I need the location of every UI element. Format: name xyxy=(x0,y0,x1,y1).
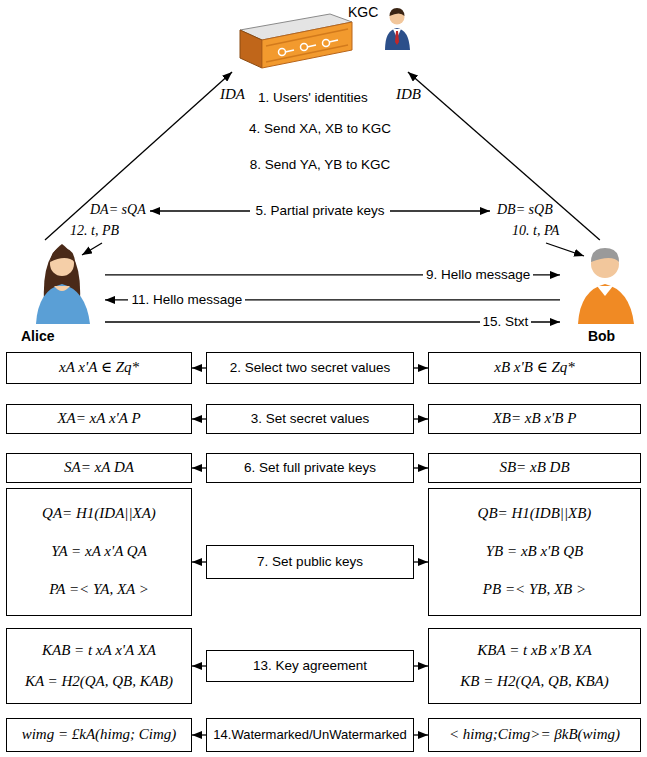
formula-box: wimg = £kA(himg; Cimg) xyxy=(6,718,192,752)
formula-box: KBA = t xB x'B XA KB = H2(QA, QB, KBA) xyxy=(428,628,641,704)
step-box: 6. Set full private keys xyxy=(206,453,414,483)
step-text: 2. Select two secret values xyxy=(230,360,391,376)
formula-text: QB= H1(IDB||XB) xyxy=(478,505,592,522)
user-node: Bob xyxy=(560,240,643,345)
formula-text: XA= xA x'A P xyxy=(57,410,140,427)
step-text: 14.Watermarked/UnWatermarked xyxy=(213,728,406,743)
formula-box: < himg;Cimg>= βkB(wimg) xyxy=(428,718,641,752)
message-label: 11. Hello message xyxy=(128,292,245,308)
formula-text: PB =< YB, XB > xyxy=(483,581,586,598)
delivery-arrow xyxy=(546,243,584,256)
formula-box: XA= xA x'A P xyxy=(6,404,192,434)
formula-text: xB x'B ∈ Zq* xyxy=(494,359,575,376)
formula-text: xA x'A ∈ Zq* xyxy=(59,359,139,376)
step-box: 3. Set secret values xyxy=(206,404,414,434)
formula-text: SA= xA DA xyxy=(64,459,134,476)
message-label: 9. Hello message xyxy=(423,267,533,283)
step-box: 2. Select two secret values xyxy=(206,352,414,384)
identity-label: IDA xyxy=(220,86,245,103)
formula-box: xB x'B ∈ Zq* xyxy=(428,352,641,384)
formula-box: XB= xB x'B P xyxy=(428,404,641,434)
server-node: KGC xyxy=(228,2,412,72)
key-label: DB= sQB xyxy=(497,202,553,218)
connector-arrow xyxy=(414,561,428,562)
step-label: 1. Users' identities xyxy=(258,90,368,106)
user-name: Bob xyxy=(588,328,615,344)
connector-arrow xyxy=(192,734,206,735)
connector-arrow xyxy=(192,665,206,666)
formula-box: xA x'A ∈ Zq* xyxy=(6,352,192,384)
step-text: 3. Set secret values xyxy=(251,411,370,427)
admin-figure xyxy=(385,8,410,50)
formula-text: XB= xB x'B P xyxy=(493,410,577,427)
formula-text: SB= xB DB xyxy=(499,459,569,476)
connector-arrow xyxy=(414,367,428,368)
bob-figure xyxy=(578,248,634,324)
connector-arrow xyxy=(414,418,428,419)
formula-text: wimg = £kA(himg; Cimg) xyxy=(22,726,177,743)
alice-figure xyxy=(36,244,90,324)
step-box: 7. Set public keys xyxy=(206,545,414,579)
formula-box: QB= H1(IDB||XB) YB = xB x'B QB PB =< YB, X… xyxy=(428,488,641,616)
formula-text: < himg;Cimg>= βkB(wimg) xyxy=(449,726,620,743)
connector-arrow xyxy=(414,467,428,468)
node-title: KGC xyxy=(348,4,378,20)
connector-arrow xyxy=(408,72,600,240)
formula-box: KAB = t xA x'A XA KA = H2(QA, QB, KAB) xyxy=(6,628,192,704)
identity-label: IDB xyxy=(396,86,421,103)
step-label: 5. Partial private keys xyxy=(255,203,384,219)
delivery-arrow xyxy=(82,243,102,255)
message-label: 15. Stxt xyxy=(480,314,532,330)
formula-box: SB= xB DB xyxy=(428,453,641,483)
connector-arrow xyxy=(192,367,206,368)
formula-text: QA= H1(IDA||XA) xyxy=(42,505,156,522)
formula-text: YB = xB x'B QB xyxy=(486,543,583,560)
formula-text: KB = H2(QA, QB, KBA) xyxy=(460,673,608,690)
user-node: Alice xyxy=(15,240,105,345)
connector-arrow xyxy=(45,72,232,240)
step-label: 10. t, PA xyxy=(512,223,559,239)
connector-arrow xyxy=(192,418,206,419)
formula-box: SA= xA DA xyxy=(6,453,192,483)
step-text: 13. Key agreement xyxy=(253,658,367,674)
formula-box: QA= H1(IDA||XA) YA = xA x'A QA PA =< YA, X… xyxy=(6,488,192,616)
connector-arrow xyxy=(192,467,206,468)
step-label: 4. Send XA, XB to KGC xyxy=(249,121,391,137)
formula-text: PA =< YA, XA > xyxy=(49,581,149,598)
user-name: Alice xyxy=(21,328,54,344)
step-box: 13. Key agreement xyxy=(206,650,414,682)
server-icon xyxy=(240,14,352,68)
connector-arrow xyxy=(414,734,428,735)
step-label: 8. Send YA, YB to KGC xyxy=(250,157,390,173)
formula-text: KA = H2(QA, QB, KAB) xyxy=(25,673,173,690)
step-label: 12. t, PB xyxy=(70,223,119,239)
formula-text: KAB = t xA x'A XA xyxy=(42,642,156,659)
key-label: DA= sQA xyxy=(90,202,146,218)
step-text: 7. Set public keys xyxy=(257,554,363,570)
connector-arrow xyxy=(192,561,206,562)
step-text: 6. Set full private keys xyxy=(244,460,376,476)
step-box: 14.Watermarked/UnWatermarked xyxy=(206,718,414,752)
formula-text: YA = xA x'A QA xyxy=(51,543,147,560)
key-arrow-left xyxy=(150,210,250,211)
formula-text: KBA = t xB x'B XA xyxy=(477,642,591,659)
key-arrow-right xyxy=(390,210,490,211)
connector-arrow xyxy=(414,665,428,666)
